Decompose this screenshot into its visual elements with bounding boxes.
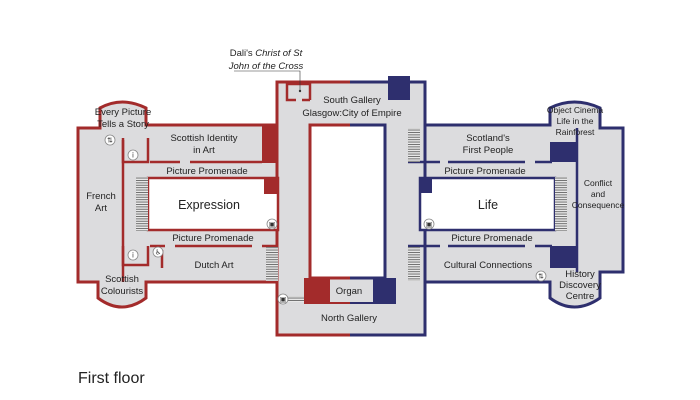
lift-icon: ⇅ [104, 134, 116, 146]
dali-annotation-title: Christ of St [255, 48, 302, 59]
floor-title: First floor [78, 370, 145, 387]
room-picture-promenade: Picture Promenade [444, 166, 525, 177]
svg-text:▣: ▣ [269, 221, 276, 229]
room-picture-promenade: Picture Promenade [172, 233, 253, 244]
svg-text:▣: ▣ [426, 221, 433, 229]
toilet-icon: i [127, 249, 139, 261]
dali-annotation-line2: John of the Cross [228, 61, 304, 72]
room-dutch-art: Dutch Art [194, 260, 233, 271]
navy-blocks [373, 76, 578, 303]
svg-text:⇅: ⇅ [107, 137, 113, 145]
room-organ: Organ [336, 286, 362, 297]
room-life: Life [478, 198, 498, 212]
room-north-gallery: North Gallery [321, 313, 377, 324]
dali-alcove [285, 82, 312, 102]
stairs [408, 247, 420, 281]
accessible-toilet-icon: ♿ [152, 246, 164, 258]
courtyard [310, 125, 385, 278]
svg-text:⇅: ⇅ [538, 273, 544, 281]
svg-text:i: i [132, 152, 134, 160]
red-blocks [262, 125, 330, 303]
svg-text:▣: ▣ [280, 296, 287, 304]
stairs [136, 177, 148, 231]
room-picture-promenade: Picture Promenade [166, 166, 247, 177]
svg-text:i: i [132, 252, 134, 260]
stairs [266, 247, 278, 281]
svg-text:♿: ♿ [155, 249, 161, 257]
stairs [408, 128, 420, 162]
expression-gallery [146, 176, 280, 232]
dali-marker [298, 89, 302, 93]
annotation-leader-line [234, 70, 301, 90]
info-icon: ▣ [266, 218, 278, 230]
courtyard-wall-right [350, 123, 387, 280]
stairs [284, 296, 306, 302]
dali-annotation-prefix: Dali's [230, 48, 256, 59]
toilet-icon: i [127, 149, 139, 161]
lift-icon: ⇅ [535, 270, 547, 282]
room-picture-promenade: Picture Promenade [451, 233, 532, 244]
info-icon: ▣ [423, 218, 435, 230]
stairs [555, 177, 567, 231]
dali-annotation: Dali's Christ of St [230, 48, 303, 59]
organ-wall-right [350, 278, 396, 304]
info-icon: ▣ [277, 293, 289, 305]
room-cultural-connections: Cultural Connections [444, 260, 532, 271]
organ-wall-left [304, 278, 350, 304]
life-gallery [418, 176, 557, 232]
room-expression: Expression [178, 198, 240, 212]
